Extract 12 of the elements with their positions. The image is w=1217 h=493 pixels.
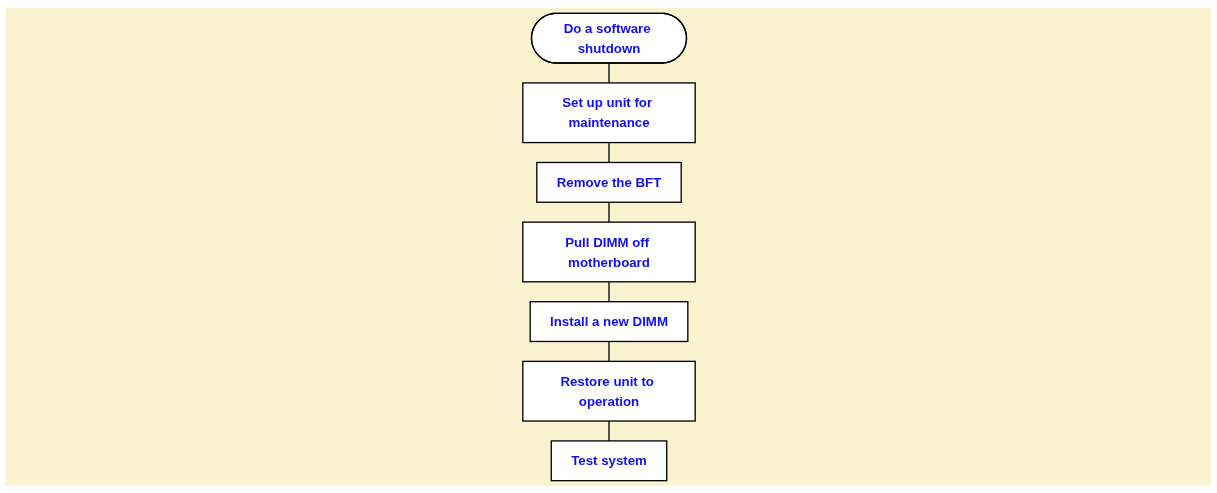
connector [607, 281, 610, 303]
node-box: Remove the BFT [535, 161, 682, 203]
node-box: Install a new DIMM [529, 301, 688, 343]
connector [607, 201, 610, 223]
node-box: Restore unit to operation [521, 360, 696, 422]
node-box: Set up unit for maintenance [521, 82, 696, 144]
node-box: Pull DIMM off motherboard [521, 221, 696, 283]
connector [607, 62, 610, 84]
connector [607, 420, 610, 442]
node-box: Test system [550, 440, 667, 482]
connector [607, 340, 610, 363]
connector [607, 141, 610, 164]
